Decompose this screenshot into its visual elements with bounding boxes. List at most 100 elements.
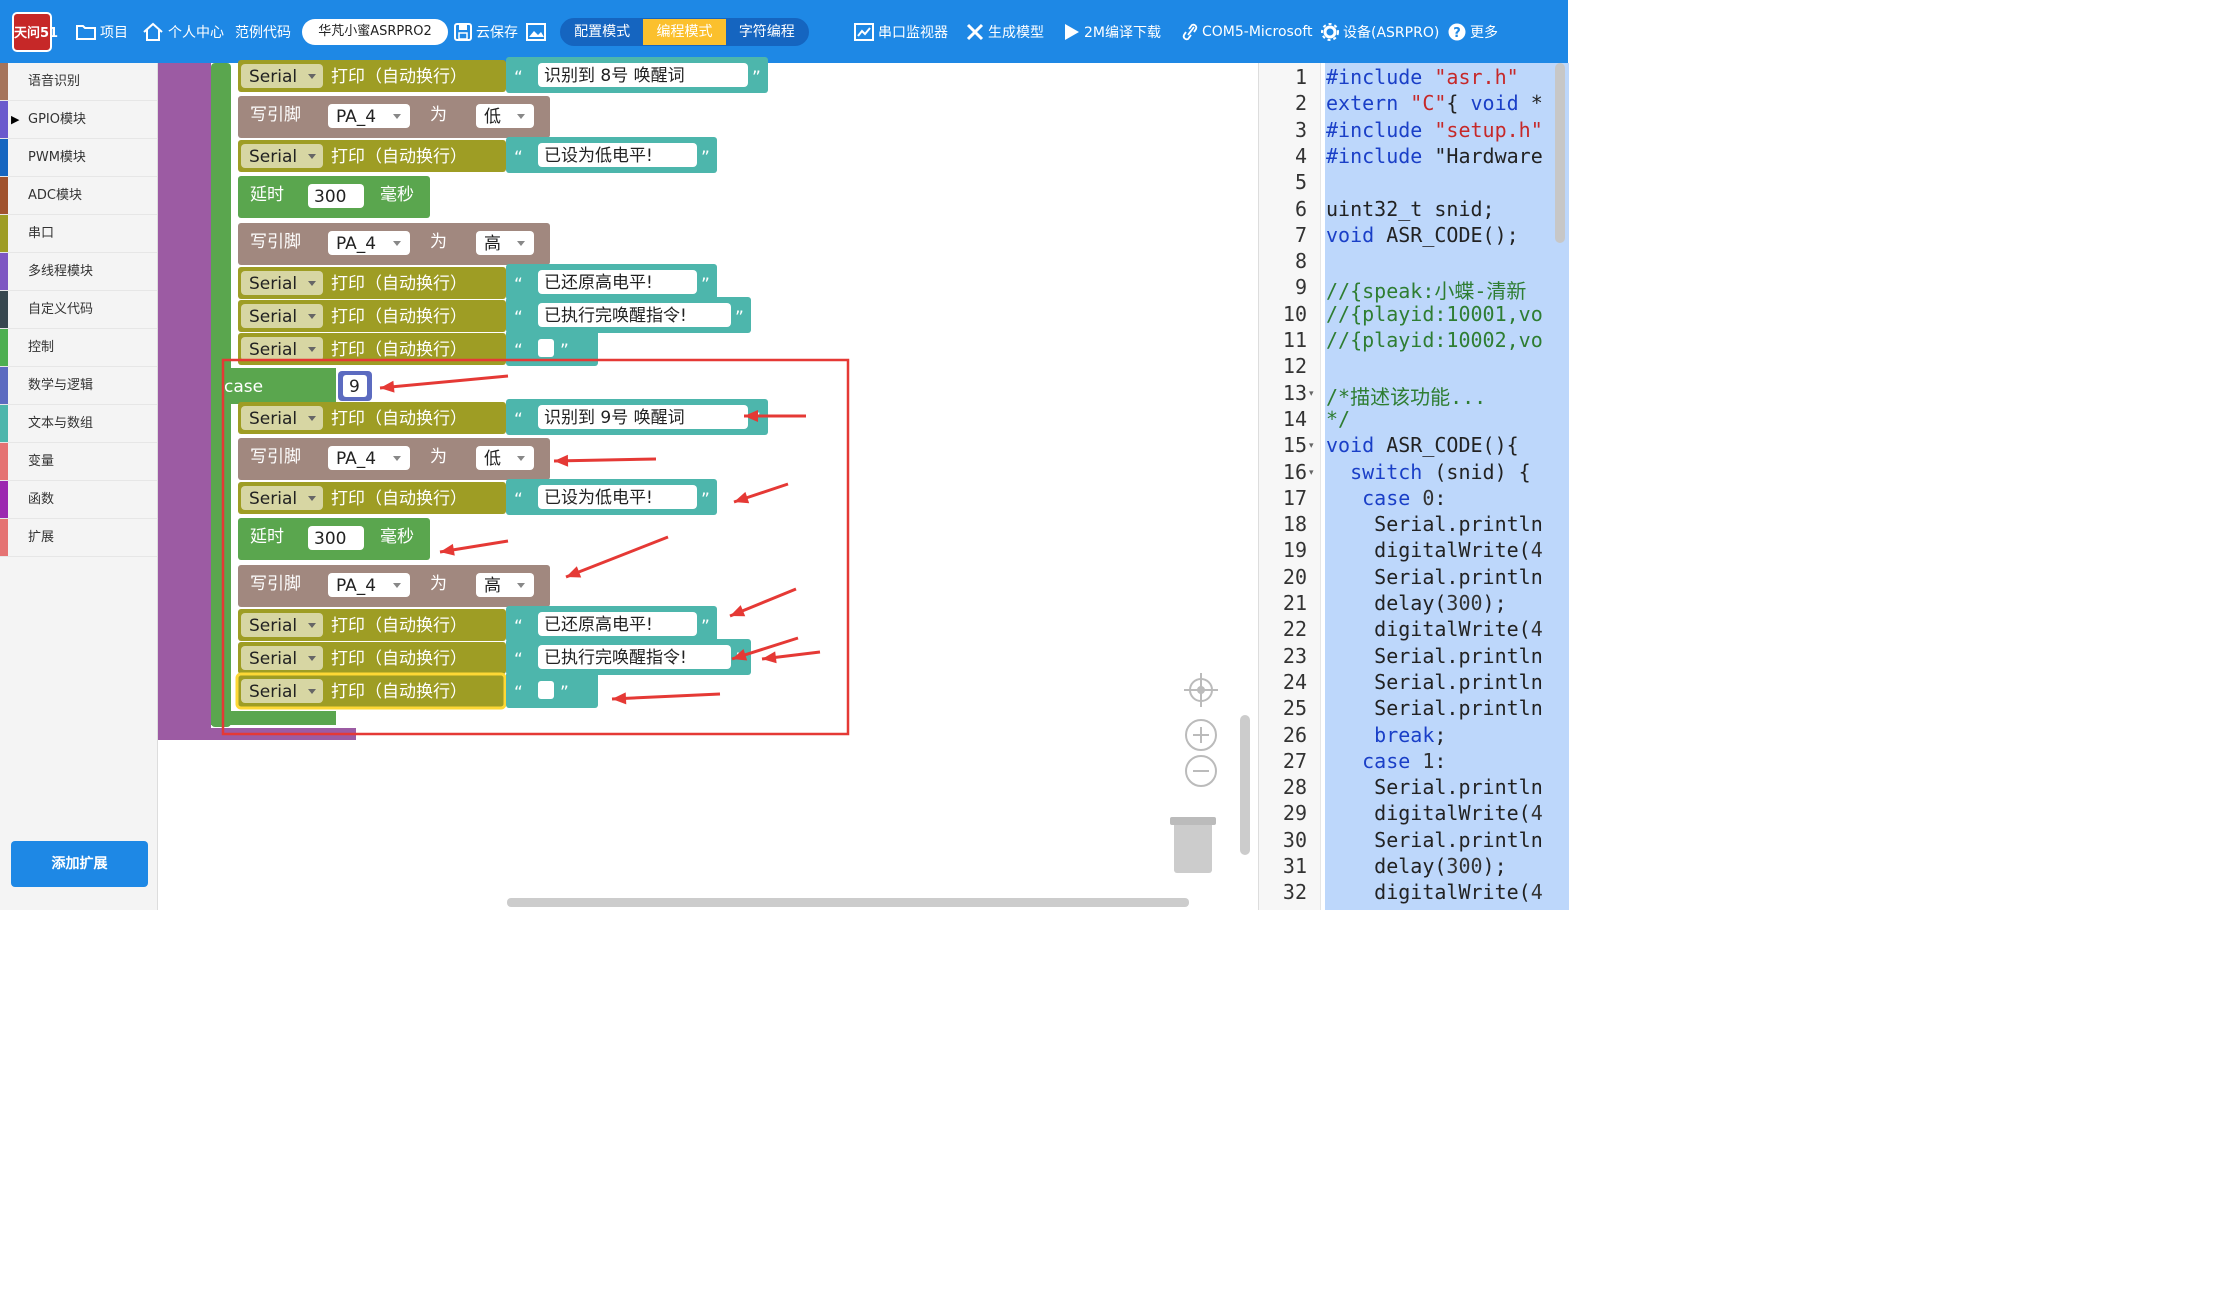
- category-item[interactable]: 多线程模块: [0, 253, 157, 291]
- pin-value-dropdown[interactable]: [328, 231, 410, 255]
- com-port-button[interactable]: COM5-Microsoft: [1182, 0, 1313, 63]
- annotation-box: [221, 358, 850, 736]
- text-program-tab[interactable]: 字符编程: [738, 24, 795, 40]
- text-field[interactable]: [538, 681, 554, 699]
- category-item[interactable]: ▶GPIO模块: [0, 101, 157, 139]
- fold-arrow-icon[interactable]: ▾: [1309, 467, 1314, 478]
- delay-value-field[interactable]: [308, 526, 364, 550]
- com-port-label: COM5-Microsoft: [1202, 23, 1313, 40]
- examples-button[interactable]: 范例代码: [235, 0, 291, 63]
- category-label: 数学与逻辑: [28, 378, 94, 393]
- line-number: 30: [1282, 827, 1307, 852]
- code-line: Serial.println: [1326, 696, 1543, 721]
- message-text: 识别到 9号 唤醒词: [544, 408, 685, 428]
- serial-dropdown[interactable]: [241, 613, 323, 637]
- text-field[interactable]: [538, 303, 731, 327]
- line-number: 1: [1294, 65, 1307, 89]
- write-pin-label: 写引脚: [250, 447, 301, 467]
- category-item[interactable]: 串口: [0, 215, 157, 253]
- text-field[interactable]: [538, 612, 697, 636]
- fold-arrow-icon[interactable]: ▾: [1309, 388, 1314, 399]
- serial-dropdown[interactable]: [241, 646, 323, 670]
- program-mode-tab[interactable]: 编程模式: [643, 19, 726, 45]
- serial-dropdown[interactable]: [241, 144, 323, 168]
- quote-close: ”: [701, 148, 710, 168]
- category-item[interactable]: 文本与数组: [0, 405, 157, 443]
- print-label: 打印（自动换行）: [331, 274, 467, 294]
- text-field[interactable]: [538, 63, 748, 87]
- pin-value-dropdown[interactable]: [328, 573, 410, 597]
- user-center-button[interactable]: 个人中心: [142, 0, 224, 63]
- text-field[interactable]: [538, 405, 748, 429]
- horizontal-scrollbar[interactable]: [507, 898, 1189, 907]
- category-item[interactable]: 数学与逻辑: [0, 367, 157, 405]
- serial-dropdown[interactable]: [241, 271, 323, 295]
- line-number: 19: [1282, 538, 1307, 563]
- category-item[interactable]: 语音识别: [0, 63, 157, 101]
- case-block[interactable]: [218, 368, 336, 404]
- text-field[interactable]: [538, 339, 554, 357]
- function-block-body: [158, 63, 211, 740]
- category-item[interactable]: 函数: [0, 481, 157, 519]
- code-line: #include "Hardware: [1326, 143, 1543, 168]
- text-field[interactable]: [538, 270, 697, 294]
- generate-model-button[interactable]: 生成模型: [966, 0, 1044, 63]
- image-button[interactable]: [526, 0, 546, 63]
- code-line: Serial.println: [1326, 564, 1543, 589]
- serial-dropdown[interactable]: [241, 486, 323, 510]
- app-window: { "topbar": { "logo_text": "天问51", "item…: [0, 0, 1569, 910]
- serial-dropdown[interactable]: [241, 406, 323, 430]
- category-item[interactable]: 自定义代码: [0, 291, 157, 329]
- line-number: 31: [1282, 854, 1307, 878]
- category-item[interactable]: ADC模块: [0, 177, 157, 215]
- board-selector[interactable]: 华芃小蜜ASRPRO2: [302, 19, 448, 45]
- compile-download-button[interactable]: 2M编译下载: [1064, 0, 1161, 63]
- category-item[interactable]: 变量: [0, 443, 157, 481]
- line-number: 13: [1282, 380, 1307, 405]
- more-button[interactable]: ? 更多: [1448, 0, 1498, 63]
- code-line: delay(300);: [1326, 854, 1507, 878]
- dropdown-arrow-icon: [308, 74, 316, 79]
- expand-arrow-icon: ▶: [11, 113, 20, 126]
- serial-dropdown[interactable]: [241, 304, 323, 328]
- line-number: 9: [1294, 275, 1307, 300]
- code-scrollbar[interactable]: [1555, 63, 1565, 243]
- text-field[interactable]: [538, 645, 731, 669]
- trash-icon[interactable]: [1174, 821, 1212, 873]
- category-item[interactable]: 扩展: [0, 519, 157, 557]
- text-field[interactable]: [538, 143, 697, 167]
- pin-value-dropdown[interactable]: [328, 446, 410, 470]
- ms-label: 毫秒: [380, 185, 414, 205]
- quote-close: ”: [701, 490, 710, 510]
- serial-dropdown[interactable]: [241, 64, 323, 88]
- add-extension-button[interactable]: 添加扩展: [11, 841, 148, 887]
- dropdown-arrow-icon: [308, 154, 316, 159]
- fold-arrow-icon[interactable]: ▾: [1309, 441, 1314, 452]
- delay-value-field[interactable]: [308, 184, 364, 208]
- line-number: 11: [1282, 328, 1307, 352]
- serial-dropdown[interactable]: [241, 337, 323, 361]
- code-line: //{playid:10002,vo: [1326, 328, 1543, 352]
- level-value-dropdown[interactable]: [476, 104, 534, 128]
- pin-value-dropdown[interactable]: [328, 104, 410, 128]
- level-value-dropdown[interactable]: [476, 573, 534, 597]
- serial-monitor-button[interactable]: 串口监视器: [854, 0, 948, 63]
- arrow-head-icon: [566, 566, 582, 578]
- case-value-field[interactable]: [343, 375, 367, 397]
- category-item[interactable]: PWM模块: [0, 139, 157, 177]
- line-number: 3: [1294, 117, 1307, 142]
- level-value-dropdown[interactable]: [476, 231, 534, 255]
- level-value-dropdown[interactable]: [476, 446, 534, 470]
- text-field[interactable]: [538, 485, 697, 509]
- to-label: 为: [430, 232, 447, 252]
- category-item[interactable]: 控制: [0, 329, 157, 367]
- serial-dropdown[interactable]: [241, 679, 323, 703]
- config-mode-tab[interactable]: 配置模式: [574, 24, 631, 40]
- cloud-save-button[interactable]: 云保存: [454, 0, 518, 63]
- device-button[interactable]: 设备(ASRPRO): [1321, 0, 1439, 63]
- project-button[interactable]: 项目: [76, 0, 128, 63]
- code-line: break;: [1374, 722, 1447, 747]
- vertical-scrollbar[interactable]: [1240, 715, 1250, 855]
